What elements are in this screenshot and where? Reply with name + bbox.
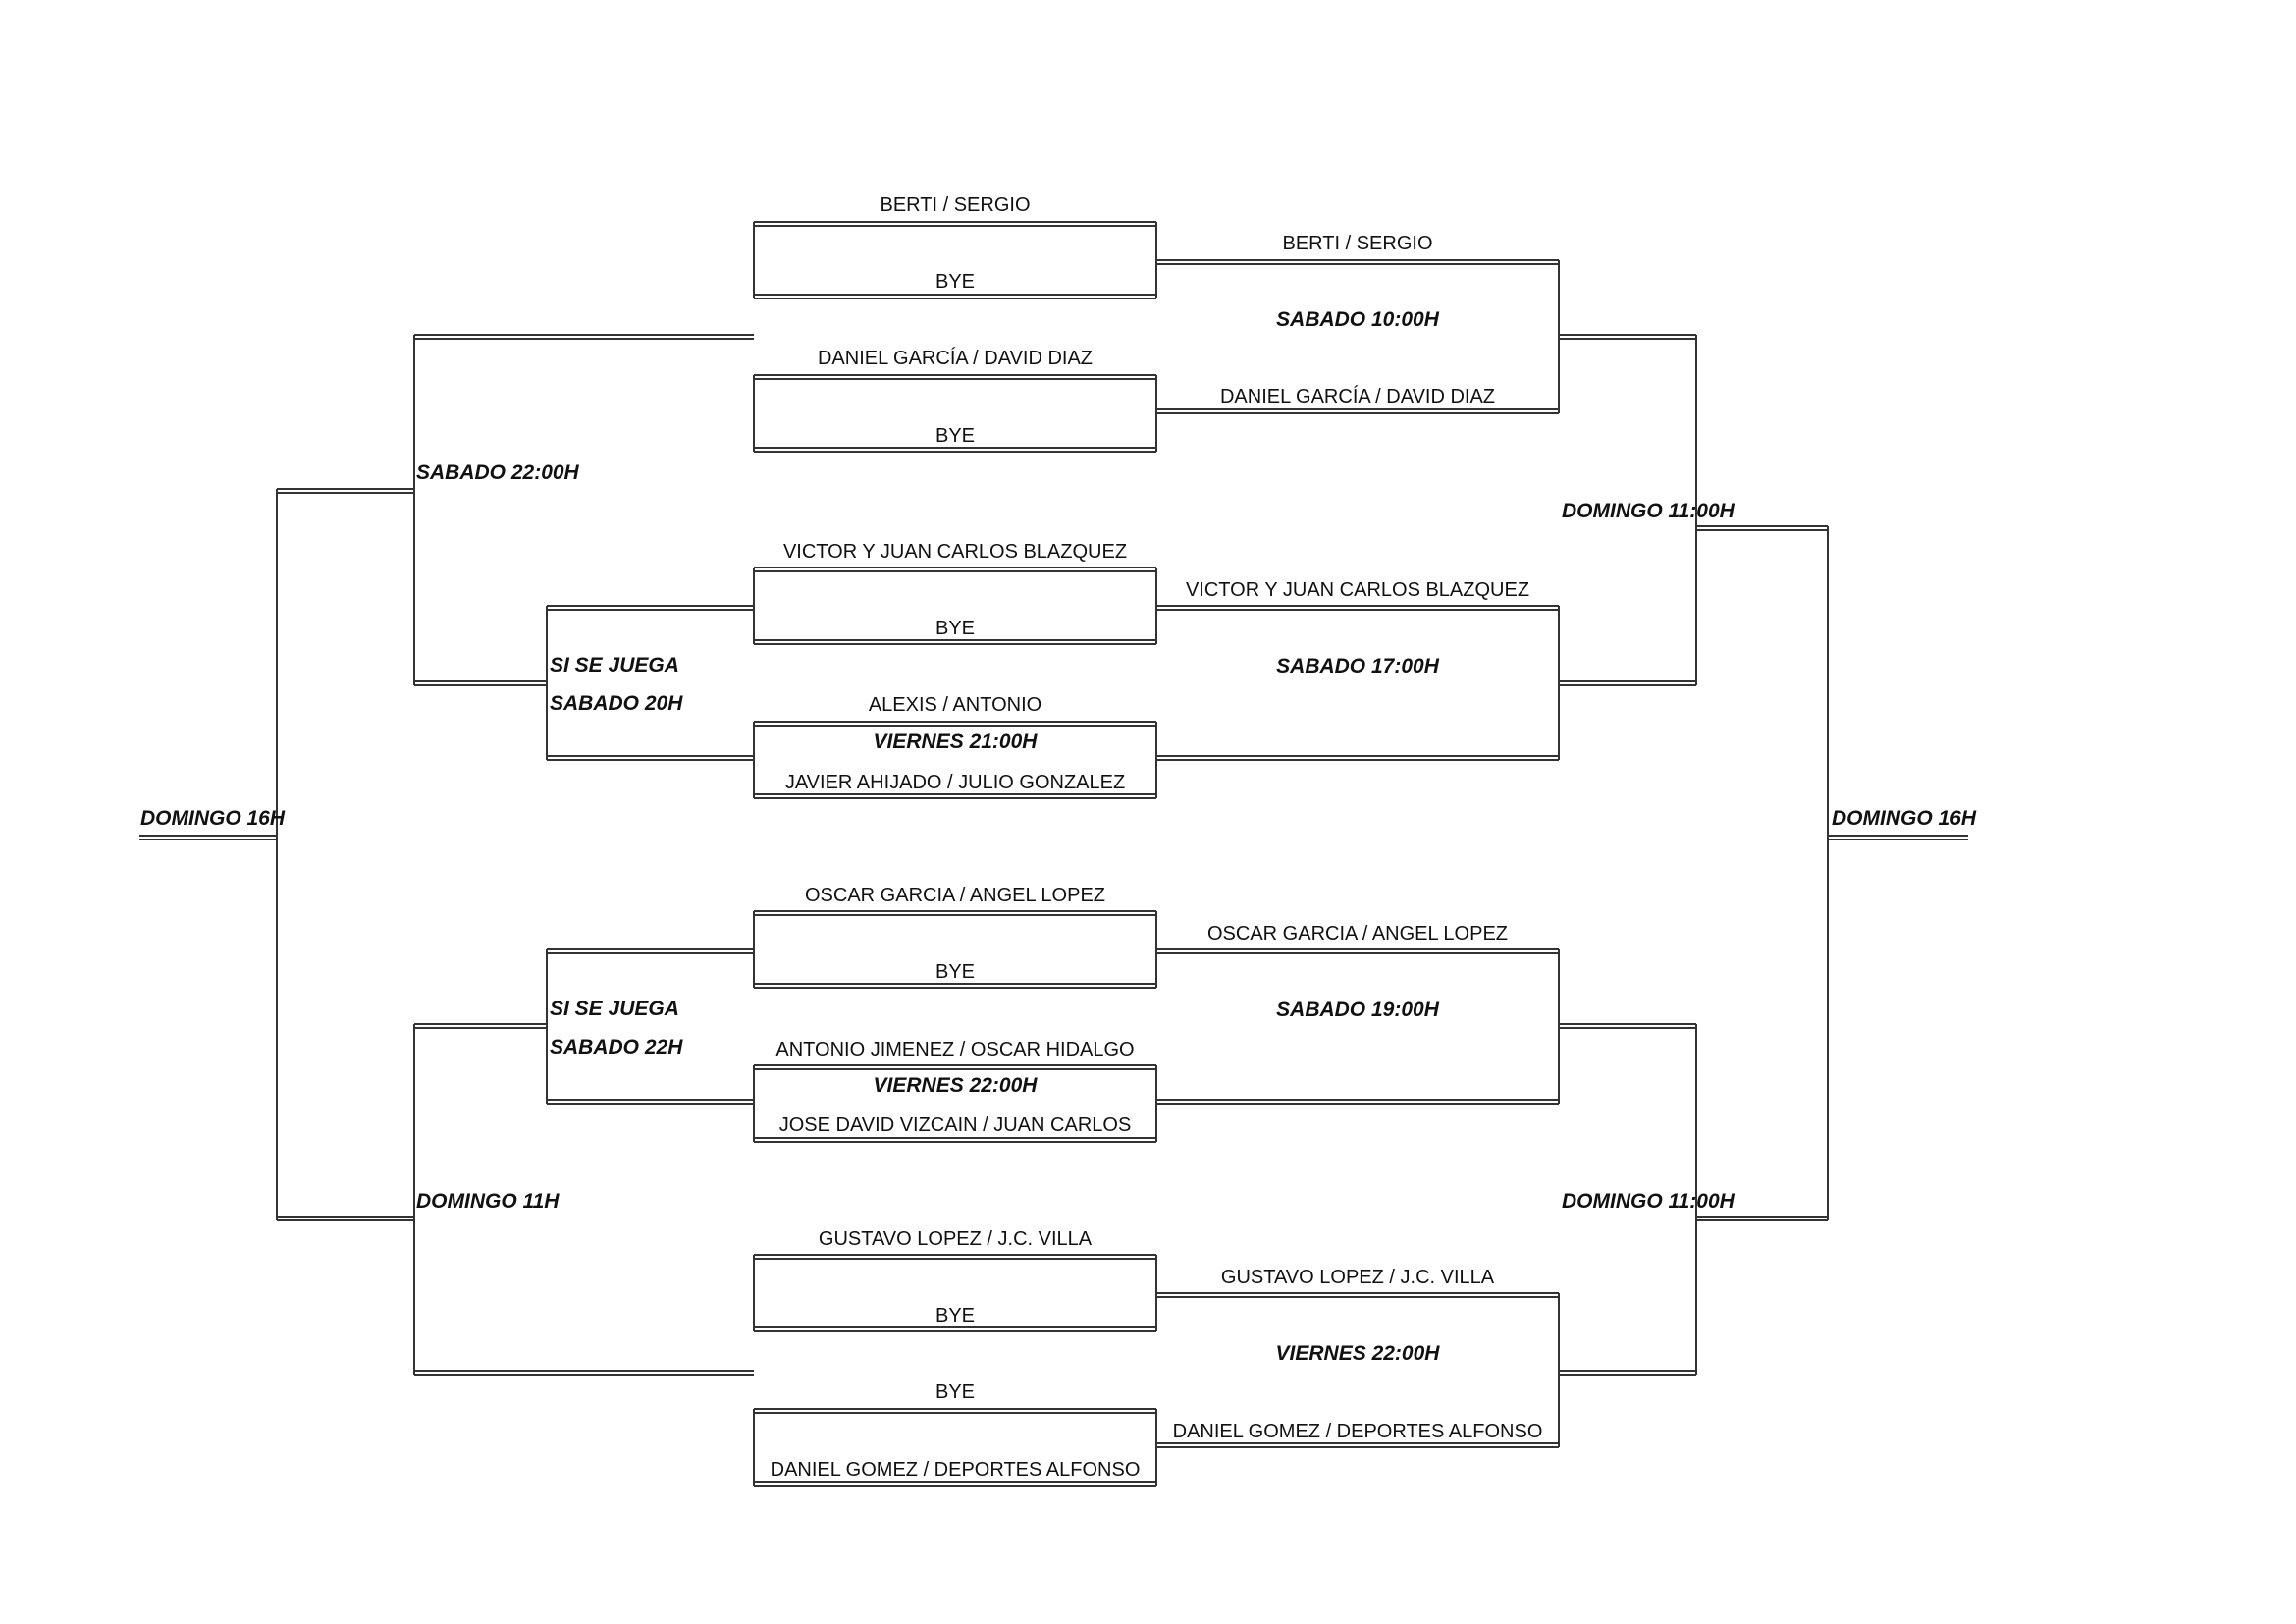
r1-2-top: DANIEL GARCÍA / DAVID DIAZ: [817, 348, 1094, 369]
r2-box-2: [1156, 605, 1560, 761]
r2-4-bottom: DANIEL GOMEZ / DEPORTES ALFONSO: [1172, 1421, 1543, 1442]
r2-2-top: VICTOR Y JUAN CARLOS BLAZQUEZ: [1185, 579, 1530, 601]
final-left: [276, 488, 414, 1221]
r2-box-1: [1156, 259, 1560, 414]
final-right-time: DOMINGO 16H: [1832, 807, 1977, 830]
r1-3-bottom: BYE: [934, 618, 976, 639]
r1-6-time: VIERNES 22:00H: [873, 1074, 1038, 1097]
r1-4-bottom: JAVIER AHIJADO / JULIO GONZALEZ: [784, 772, 1126, 793]
r2-2-time: SABADO 17:00H: [1276, 655, 1439, 677]
r1-6-top: ANTONIO JIMENEZ / OSCAR HIDALGO: [775, 1039, 1135, 1060]
r1-6-bottom: JOSE DAVID VIZCAIN / JUAN CARLOS: [778, 1114, 1132, 1136]
repechage-left-top: [546, 605, 754, 761]
r1-4-time: VIERNES 21:00H: [873, 731, 1038, 753]
r1-5-bottom: BYE: [934, 961, 976, 983]
r3-right-top: [1559, 334, 1697, 686]
r1-8-bottom: DANIEL GOMEZ / DEPORTES ALFONSO: [770, 1459, 1141, 1481]
semi-left-top-time: SABADO 22:00H: [416, 461, 579, 484]
repechage-bottom-line1: SI SE JUEGA: [550, 998, 679, 1020]
r2-1-top: BERTI / SERGIO: [1282, 233, 1433, 254]
r1-1-bottom: BYE: [934, 271, 976, 293]
repechage-top-line2: SABADO 20H: [550, 692, 683, 715]
r1-8-top: BYE: [934, 1381, 976, 1403]
semi-left-bottom: [413, 1023, 754, 1376]
r1-5-top: OSCAR GARCIA / ANGEL LOPEZ: [804, 885, 1106, 906]
r2-4-top: GUSTAVO LOPEZ / J.C. VILLA: [1220, 1267, 1495, 1288]
r2-box-3: [1156, 948, 1560, 1105]
r1-4-top: ALEXIS / ANTONIO: [868, 694, 1042, 716]
repechage-left-bottom: [546, 948, 754, 1105]
semi-left-top: [413, 334, 754, 686]
r2-3-top: OSCAR GARCIA / ANGEL LOPEZ: [1206, 923, 1509, 945]
r1-2-bottom: BYE: [934, 425, 976, 447]
repechage-top-line1: SI SE JUEGA: [550, 654, 679, 677]
repechage-bottom-line2: SABADO 22H: [550, 1036, 683, 1058]
final-left-time: DOMINGO 16H: [140, 807, 286, 830]
r3-right-top-time: DOMINGO 11:00H: [1562, 500, 1735, 522]
r3-right-bottom-time: DOMINGO 11:00H: [1562, 1190, 1735, 1213]
r3-right-bottom: [1559, 1023, 1697, 1376]
r1-1-top: BERTI / SERGIO: [880, 194, 1031, 216]
r2-4-time: VIERNES 22:00H: [1275, 1342, 1440, 1365]
r1-7-top: GUSTAVO LOPEZ / J.C. VILLA: [818, 1228, 1093, 1250]
r4-right: [1696, 525, 1829, 1221]
semi-left-bottom-time: DOMINGO 11H: [416, 1190, 560, 1213]
final-right-line: [1828, 835, 1968, 840]
r1-3-top: VICTOR Y JUAN CARLOS BLAZQUEZ: [782, 541, 1128, 563]
r2-1-time: SABADO 10:00H: [1276, 308, 1439, 331]
r1-7-bottom: BYE: [934, 1305, 976, 1326]
final-left-line: [139, 835, 277, 840]
r2-1-bottom: DANIEL GARCÍA / DAVID DIAZ: [1219, 386, 1496, 407]
r2-3-time: SABADO 19:00H: [1276, 999, 1439, 1021]
